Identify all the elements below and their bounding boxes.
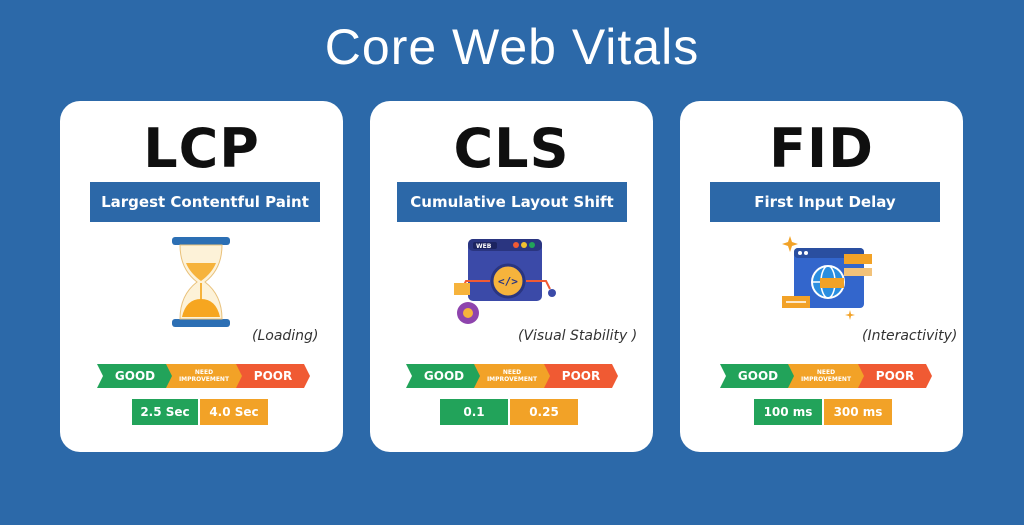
metric-aspect: (Interactivity) <box>862 328 958 344</box>
metric-name: Largest Contentful Paint <box>90 182 320 222</box>
rating-good: GOOD <box>114 369 156 383</box>
poor-threshold: 0.25 <box>510 399 578 425</box>
metric-abbr: FID <box>769 117 874 180</box>
good-threshold: 2.5 Sec <box>132 399 198 425</box>
rating-arrows <box>97 364 310 388</box>
card-fid: FID First Input Delay (Interactivity) GO… <box>680 101 963 452</box>
rating-poor: POOR <box>253 369 293 383</box>
poor-threshold: 4.0 Sec <box>200 399 268 425</box>
metric-aspect: (Visual Stability ) <box>518 328 638 344</box>
metric-name: First Input Delay <box>710 182 940 222</box>
hourglass-icon <box>172 237 230 327</box>
good-threshold: 0.1 <box>440 399 508 425</box>
web-code-icon: WEB </> <box>448 237 558 329</box>
rating-poor: POOR <box>561 369 601 383</box>
card-cls: CLS Cumulative Layout Shift WEB </> (Vis… <box>370 101 653 452</box>
good-threshold: 100 ms <box>754 399 822 425</box>
metric-abbr: CLS <box>453 117 570 180</box>
rating-arrows <box>406 364 618 388</box>
metric-aspect: (Loading) <box>252 328 319 344</box>
svg-text:</>: </> <box>498 275 518 288</box>
rating-poor: POOR <box>875 369 915 383</box>
metric-abbr: LCP <box>143 117 260 180</box>
metric-name: Cumulative Layout Shift <box>397 182 627 222</box>
svg-text:WEB: WEB <box>476 243 492 250</box>
rating-arrows <box>720 364 932 388</box>
rating-good: GOOD <box>737 369 779 383</box>
poor-threshold: 300 ms <box>824 399 892 425</box>
browser-globe-icon <box>780 234 876 328</box>
page-title: Core Web Vitals <box>324 19 700 75</box>
rating-good: GOOD <box>423 369 465 383</box>
card-lcp: LCP Largest Contentful Paint (Loading) G… <box>60 101 343 452</box>
